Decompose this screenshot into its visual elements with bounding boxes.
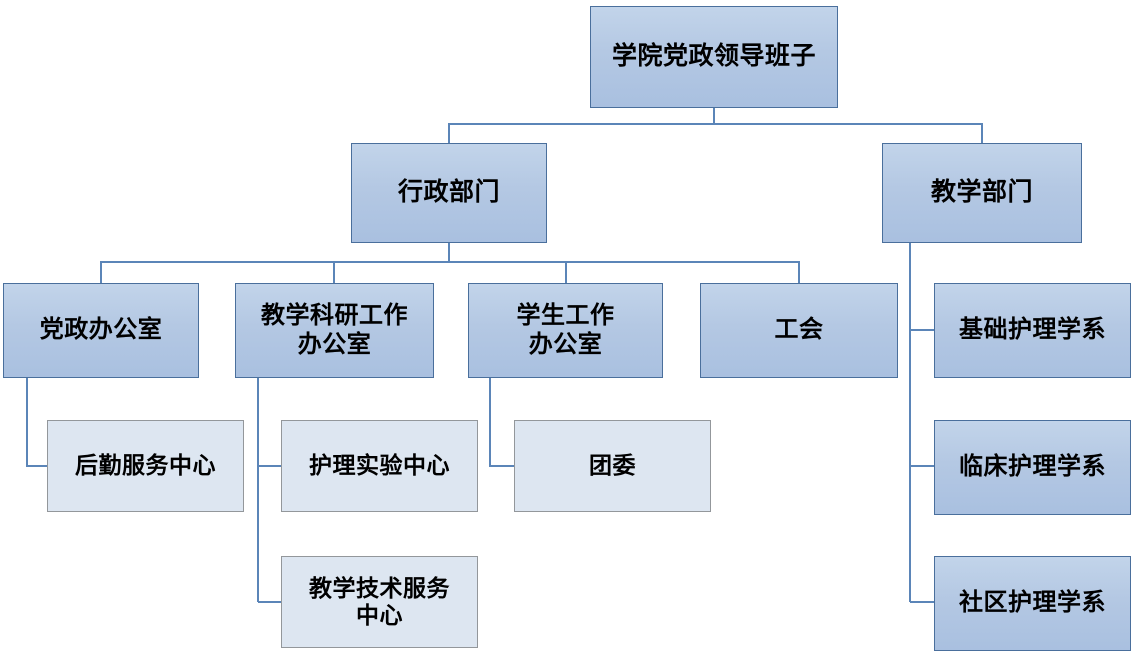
node-label-community-nursing-dept: 社区护理学系 (959, 589, 1106, 617)
node-label-root: 学院党政领导班子 (611, 42, 816, 71)
connector-party-office-to-logistics (26, 378, 47, 467)
node-community-nursing-dept[interactable]: 社区护理学系 (934, 556, 1131, 651)
node-nursing-lab-center[interactable]: 护理实验中心 (281, 420, 478, 512)
node-root[interactable]: 学院党政领导班子 (590, 6, 838, 108)
node-label-teaching-research-office: 教学科研工作 办公室 (261, 302, 408, 358)
node-label-basic-nursing-dept: 基础护理学系 (959, 316, 1106, 344)
node-label-teaching-tech-center: 教学技术服务 中心 (309, 574, 450, 628)
node-youth-league[interactable]: 团委 (514, 420, 711, 512)
connector-student-affairs-to-youth-league (489, 378, 514, 467)
node-label-party-office: 党政办公室 (39, 316, 163, 344)
node-label-clinical-nursing-dept: 临床护理学系 (959, 453, 1106, 481)
node-clinical-nursing-dept[interactable]: 临床护理学系 (934, 420, 1131, 515)
node-basic-nursing-dept[interactable]: 基础护理学系 (934, 283, 1131, 378)
connector-admin-bus-to-labor-union (449, 261, 800, 283)
connector-admin-bus-to-party-office (100, 261, 449, 283)
node-admin[interactable]: 行政部门 (351, 143, 547, 243)
node-student-affairs-office[interactable]: 学生工作 办公室 (468, 283, 663, 378)
node-teaching-tech-center[interactable]: 教学技术服务 中心 (281, 556, 478, 648)
node-label-labor-union: 工会 (774, 316, 824, 344)
node-label-nursing-lab-center: 护理实验中心 (309, 452, 450, 479)
node-label-student-affairs-office: 学生工作 办公室 (516, 302, 615, 358)
node-teaching[interactable]: 教学部门 (882, 143, 1082, 243)
node-label-teaching: 教学部门 (930, 178, 1033, 207)
node-label-youth-league: 团委 (589, 452, 636, 479)
node-labor-union[interactable]: 工会 (700, 283, 898, 378)
connector-root-to-teaching-branch (714, 123, 983, 143)
node-logistics-center[interactable]: 后勤服务中心 (47, 420, 244, 512)
node-party-office[interactable]: 党政办公室 (3, 283, 199, 378)
connector-root-to-branch-bus (448, 108, 715, 143)
node-teaching-research-office[interactable]: 教学科研工作 办公室 (235, 283, 434, 378)
node-label-admin: 行政部门 (397, 178, 500, 207)
node-label-logistics-center: 后勤服务中心 (75, 452, 216, 479)
